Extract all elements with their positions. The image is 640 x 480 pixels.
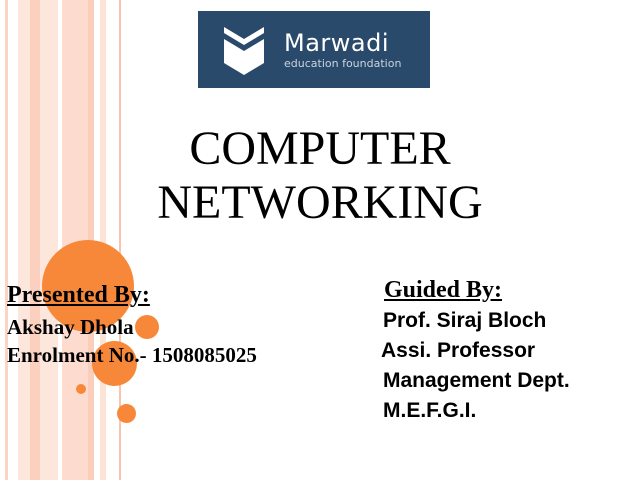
decorative-circle xyxy=(42,240,134,332)
guide-institute: M.E.F.G.I. xyxy=(383,399,477,422)
title-line-2: NETWORKING xyxy=(157,176,483,229)
book-shield-icon xyxy=(224,27,264,75)
decorative-circle xyxy=(117,404,136,423)
marwadi-logo: Marwadi education foundation xyxy=(198,11,430,88)
decorative-circle xyxy=(76,384,86,394)
guide-name: Prof. Siraj Bloch xyxy=(383,309,547,332)
guide-department: Management Dept. xyxy=(383,369,570,392)
decorative-circle xyxy=(92,341,137,386)
guide-designation: Assi. Professor xyxy=(381,339,536,362)
presenter-name: Akshay Dhola xyxy=(7,315,134,339)
slide-title: COMPUTER NETWORKING xyxy=(0,122,640,230)
logo-tagline: education foundation xyxy=(284,57,402,70)
guided-by-heading: Guided By: xyxy=(384,277,503,303)
enrolment-number: Enrolment No.- 1508085025 xyxy=(7,343,257,367)
logo-name: Marwadi xyxy=(284,29,390,57)
presented-by-heading: Presented By: xyxy=(7,282,150,308)
title-line-1: COMPUTER xyxy=(189,122,451,175)
decorative-circle xyxy=(135,315,159,339)
